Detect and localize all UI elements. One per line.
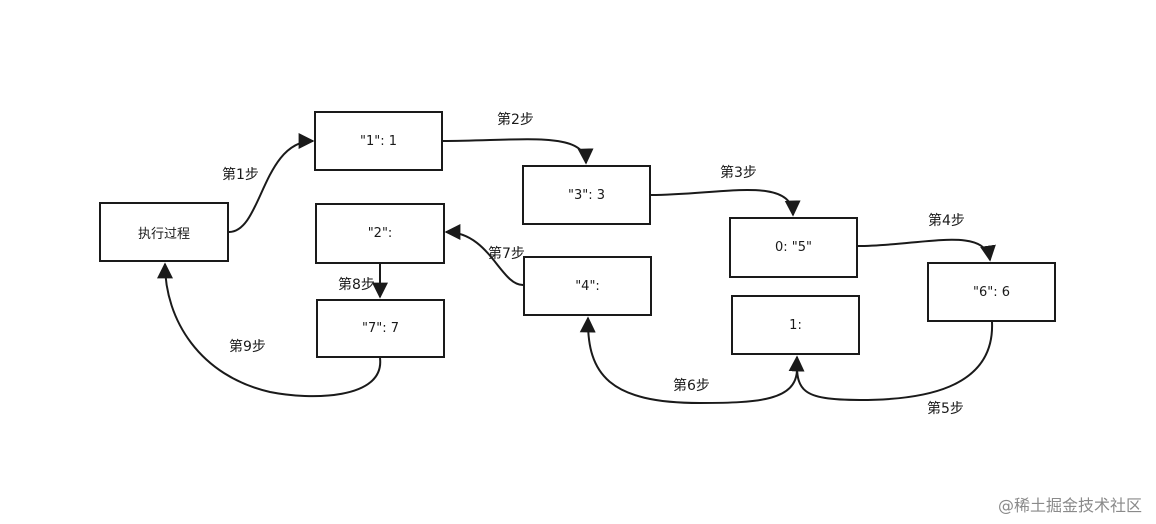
edge-step-9 [157, 262, 382, 398]
edge-step-1 [228, 133, 315, 233]
node-one: 1: [731, 295, 860, 355]
label-step-6: 第6步 [673, 378, 710, 394]
edge-step-4 [857, 238, 996, 262]
label-step-2: 第2步 [497, 112, 534, 128]
node-4: "4": [523, 256, 652, 316]
node-7: "7": 7 [316, 299, 445, 358]
node-5: 0: "5" [729, 217, 858, 278]
label-step-9: 第9步 [229, 339, 266, 355]
edge-step-5 [788, 321, 994, 402]
label-step-3: 第3步 [720, 165, 757, 181]
label-step-1: 第1步 [222, 167, 259, 183]
node-6: "6": 6 [927, 262, 1056, 322]
node-1: "1": 1 [314, 111, 443, 171]
watermark: @稀土掘金技术社区 [997, 496, 1142, 515]
node-3: "3": 3 [522, 165, 651, 225]
node-2: "2": [315, 203, 445, 264]
edge-step-2 [442, 138, 594, 165]
label-step-5: 第5步 [927, 401, 964, 417]
label-step-8: 第8步 [338, 277, 375, 293]
node-start: 执行过程 [99, 202, 229, 262]
edge-step-3 [650, 189, 801, 217]
label-step-7: 第7步 [488, 246, 525, 262]
label-step-4: 第4步 [928, 213, 965, 229]
edge-step-7 [444, 224, 524, 286]
edge-step-6 [579, 316, 798, 405]
